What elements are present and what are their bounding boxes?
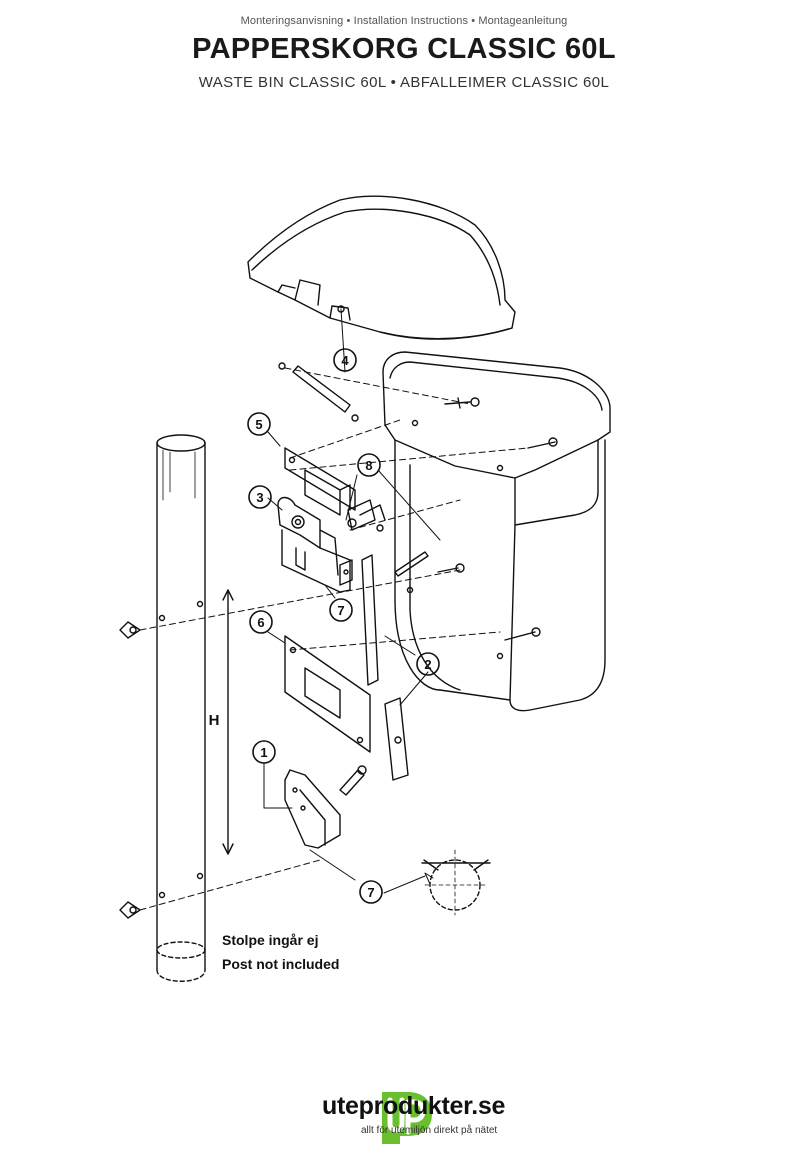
dimension-h (222, 589, 234, 855)
callout-6: 6 (257, 615, 264, 630)
bin-lid (247, 195, 516, 340)
bracket-6 (284, 635, 371, 753)
brand-logo-icon (382, 1092, 432, 1144)
bracket-3 (277, 496, 353, 593)
leader-lines (263, 308, 441, 894)
callout-2: 2 (424, 657, 431, 672)
callout-5: 5 (255, 417, 262, 432)
bolts (119, 362, 558, 919)
strap-2 (361, 554, 409, 781)
page-title: PAPPERSKORG CLASSIC 60L (192, 33, 616, 65)
callout-8: 8 (365, 458, 372, 473)
bin-body (382, 351, 611, 712)
dimension-label: H (209, 712, 220, 729)
callout-1: 1 (260, 745, 267, 760)
callout-7a: 7 (337, 603, 344, 618)
post (156, 434, 206, 982)
fixing-lines (139, 367, 529, 911)
callout-numbers: 4 5 3 8 7 6 2 1 7 H (209, 353, 432, 900)
callout-4: 4 (341, 353, 349, 368)
languages-line: Monteringsanvisning • Installation Instr… (240, 15, 568, 27)
note-post-sv: Stolpe ingår ej (222, 932, 319, 948)
bracket-8 (347, 499, 429, 577)
callout-7b: 7 (367, 885, 374, 900)
callout-circles (247, 348, 440, 904)
detail-7 (421, 849, 491, 916)
page-subtitle: WASTE BIN CLASSIC 60L • ABFALLEIMER CLAS… (198, 74, 610, 91)
brand-name: uteprodukter.se (322, 1092, 506, 1120)
bracket-1 (284, 769, 341, 849)
brand-tagline: allt för utemiljön direkt på nätet (361, 1125, 498, 1136)
note-post-en: Post not included (222, 956, 340, 972)
callout-3: 3 (256, 490, 263, 505)
